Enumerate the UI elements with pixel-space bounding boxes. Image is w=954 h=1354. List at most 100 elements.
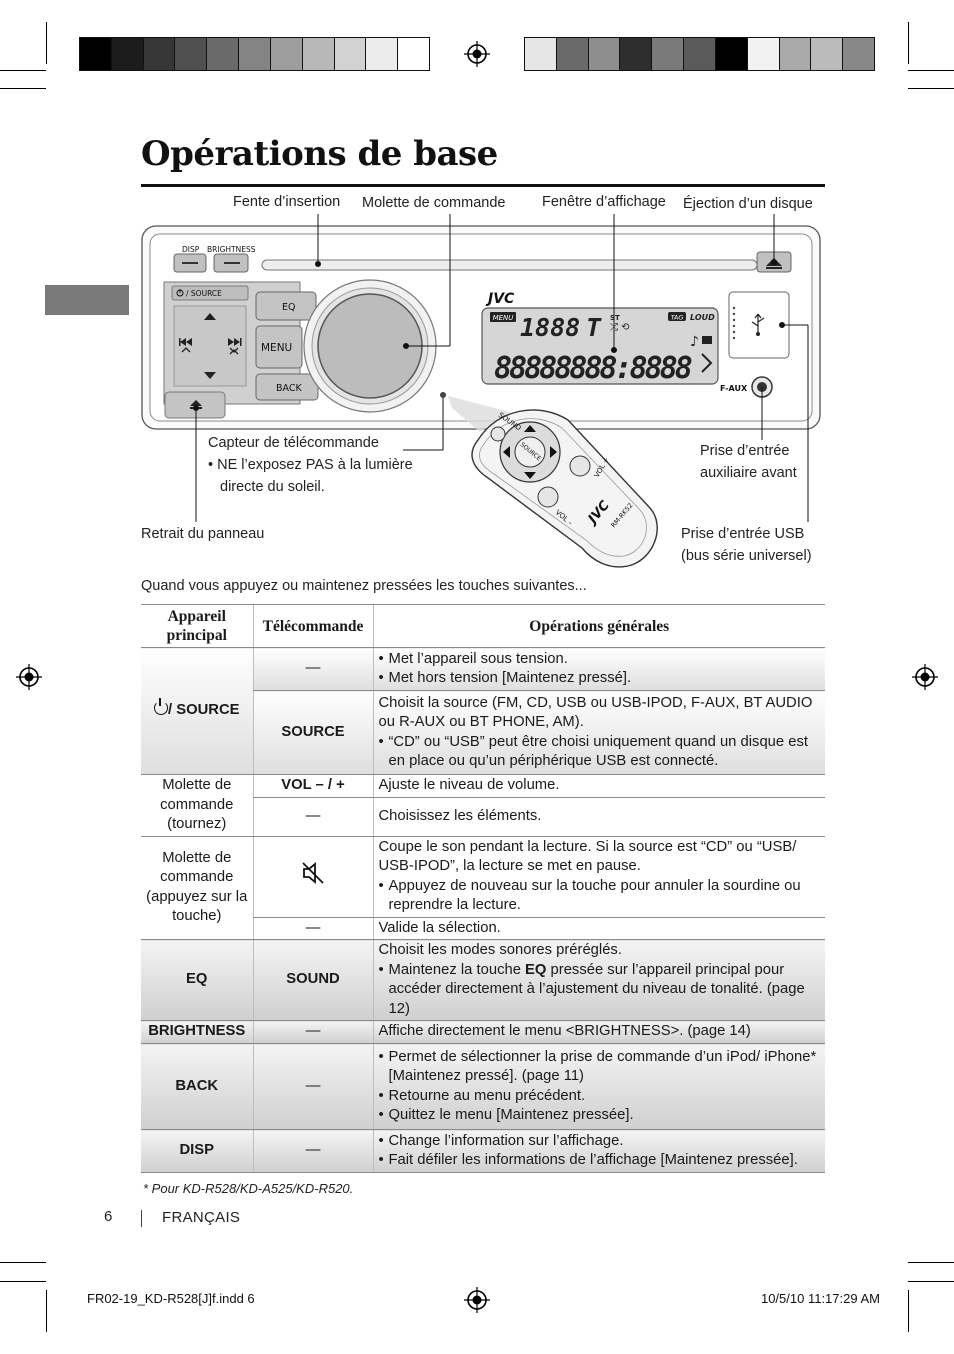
color-bar-right [524, 37, 875, 71]
row-brightness-ops: Affiche directement le menu <BRIGHTNESS>… [372, 1020, 825, 1044]
svg-text:♪: ♪ [690, 334, 699, 350]
row-disp-main: DISP [141, 1129, 253, 1173]
color-swatch [175, 38, 208, 70]
color-swatch [302, 38, 335, 70]
color-swatch [620, 38, 653, 70]
row-dial-turn-ops-b: Choisissez les éléments. [372, 796, 825, 837]
table-row: — Choisissez les éléments. [141, 796, 825, 837]
color-swatch [715, 38, 748, 70]
color-swatch [747, 38, 780, 70]
slug-timestamp: 10/5/10 11:17:29 AM [760, 1291, 880, 1306]
color-swatch [334, 38, 367, 70]
header-operations: Opérations générales [372, 604, 825, 648]
color-swatch [207, 38, 240, 70]
callout-dial: Molette de commande [362, 195, 506, 211]
color-swatch [366, 38, 399, 70]
head-unit-illustration: MENU 1888 T ST ⤮ ⟲ TAG LOUD ♪ 88888888:8… [141, 214, 821, 568]
row-dial-turn-remote-a: VOL – / + [252, 774, 373, 798]
lcd-tag-label: TAG [671, 314, 684, 322]
color-swatch [843, 38, 874, 70]
page-language: FRANÇAIS [162, 1209, 241, 1226]
registration-mark-bottom [464, 1287, 490, 1313]
language-tab [45, 285, 129, 315]
row-back-remote: — [252, 1043, 373, 1130]
svg-text:1888: 1888 [520, 313, 580, 342]
callout-display: Fenêtre d’affichage [542, 194, 666, 210]
callout-usb: Prise d’entrée USB (bus série universel) [681, 526, 812, 564]
registration-mark-right [912, 664, 938, 690]
callout-detach: Retrait du panneau [141, 526, 265, 542]
operations-table: Appareil principal Télécommande Opératio… [141, 604, 825, 1173]
intro-text: Quand vous appuyez ou maintenez pressées… [141, 578, 587, 594]
callout-slot: Fente d’insertion [233, 194, 341, 210]
row-dial-press-remote-b: — [252, 916, 373, 940]
color-swatch [811, 38, 844, 70]
source-label: / SOURCE [186, 289, 222, 298]
row-dial-press-ops-b: Valide la sélection. [372, 916, 825, 940]
table-header-row: Appareil principal Télécommande Opératio… [141, 604, 825, 648]
color-swatch [588, 38, 621, 70]
color-swatch [80, 38, 112, 70]
row-disp-remote: — [252, 1129, 373, 1173]
eq-label: EQ [282, 302, 295, 313]
page-separator [141, 1210, 142, 1227]
header-main-unit: Appareil principal [141, 604, 253, 648]
row-eq-remote: SOUND [252, 939, 373, 1021]
back-label: BACK [276, 383, 302, 394]
svg-text:T: T [586, 313, 602, 342]
menu-label: MENU [261, 342, 292, 354]
row-brightness-remote: — [252, 1020, 373, 1044]
row-dial-press-ops-a: Coupe le son pendant la lecture. Si la s… [372, 835, 825, 918]
registration-mark-left [16, 664, 42, 690]
lcd-st-label: ST [610, 314, 620, 322]
color-swatch [398, 38, 429, 70]
table-row: BACK — Permet de sélectionner la prise d… [141, 1043, 825, 1130]
color-swatch [270, 38, 303, 70]
row-dial-turn-remote-b: — [252, 796, 373, 837]
color-swatch [111, 38, 144, 70]
title-rule [141, 184, 825, 187]
svg-text:88888888:8888: 88888888:8888 [494, 351, 692, 386]
callout-eject: Éjection d’un disque [683, 196, 813, 212]
color-swatch [684, 38, 716, 70]
svg-text:⤮ ⟲: ⤮ ⟲ [610, 322, 630, 333]
brightness-label: BRIGHTNESS [207, 245, 256, 254]
brand-logo: JVC [485, 291, 515, 307]
table-row: Molette de commande (appuyez sur la touc… [141, 835, 825, 940]
page-number: 6 [104, 1208, 113, 1225]
row-dial-turn-main: Molette de commande (tournez) [141, 774, 253, 837]
row-source-remote-b: SOURCE [252, 690, 373, 775]
table-row: SOURCE Choisit la source (FM, CD, USB ou… [141, 690, 825, 775]
row-dial-turn-ops-a: Ajuste le niveau de volume. [372, 774, 825, 798]
row-dial-press-remote-a [252, 835, 373, 918]
callout-sensor-note: • NE l’exposez PAS à la lumière directe … [208, 457, 413, 495]
row-source-ops-a: Met l’appareil sous tension.Met hors ten… [372, 647, 825, 691]
lcd-loud-label: LOUD [690, 313, 715, 322]
callout-aux: Prise d’entrée auxiliaire avant [700, 443, 797, 481]
row-dial-press-main: Molette de commande (appuyez sur la touc… [141, 835, 253, 940]
color-swatch [779, 38, 812, 70]
remote-control: SOUND SOURCE VOL + VOL – JVC RM-RK52 [471, 409, 658, 568]
row-source-remote-a: — [252, 647, 373, 691]
disp-label: DISP [182, 245, 200, 254]
lcd-menu-label: MENU [493, 314, 514, 322]
table-row: BRIGHTNESS — Affiche directement le menu… [141, 1020, 825, 1044]
table-row: Molette de commande (tournez) VOL – / + … [141, 774, 825, 837]
color-swatch [652, 38, 685, 70]
row-eq-main: EQ [141, 939, 253, 1021]
footnote: * Pour KD-R528/KD-A525/KD-R520. [143, 1181, 354, 1196]
row-brightness-main: BRIGHTNESS [141, 1020, 253, 1044]
mute-icon [302, 862, 324, 885]
registration-mark-top [464, 41, 490, 67]
row-back-main: BACK [141, 1043, 253, 1130]
callout-sensor: Capteur de télécommande • NE l’exposez P… [208, 432, 440, 498]
color-swatch [556, 38, 589, 70]
power-icon [153, 698, 168, 716]
color-swatch [239, 38, 271, 70]
callout-sensor-label: Capteur de télécommande [208, 435, 379, 451]
row-disp-ops: Change l’information sur l’affichage.Fai… [372, 1129, 825, 1173]
table-row: EQ SOUND Choisit les modes sonores préré… [141, 939, 825, 1021]
page-title: Opérations de base [141, 134, 498, 174]
color-swatch [143, 38, 176, 70]
table-row: / SOURCE — Met l’appareil sous tension.M… [141, 647, 825, 775]
